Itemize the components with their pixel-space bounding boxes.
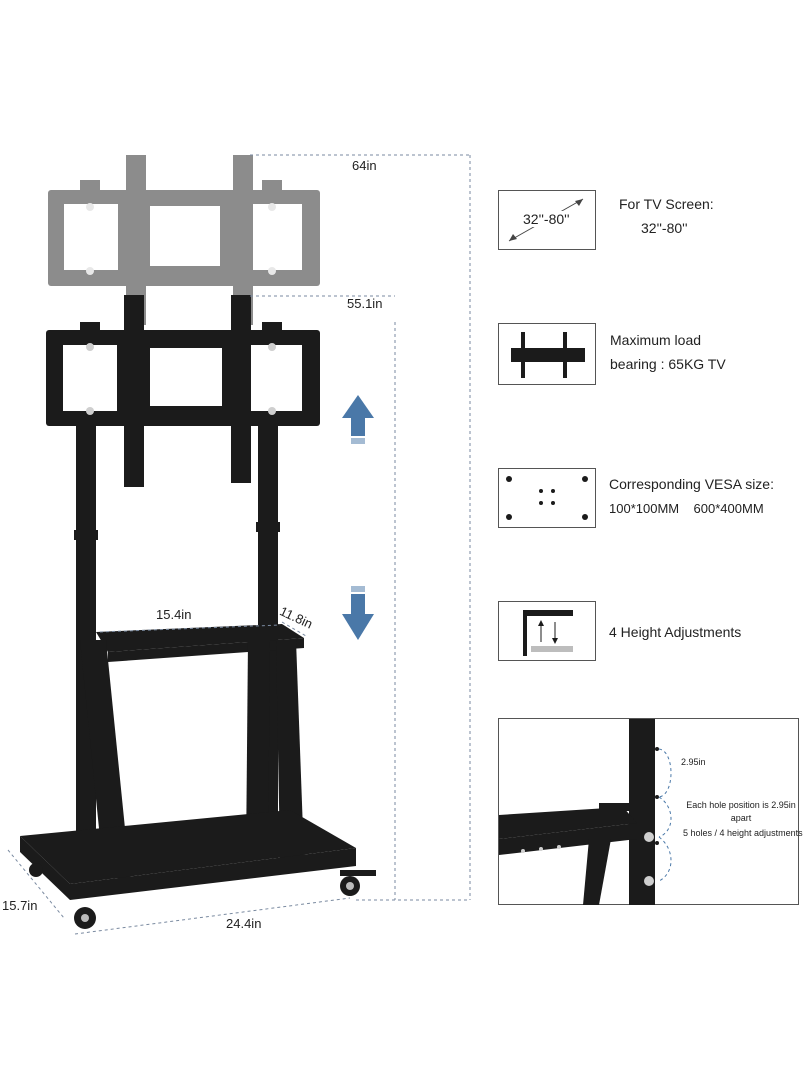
base [20, 810, 356, 900]
base-width-label: 24.4in [226, 916, 262, 931]
detail-illustration [499, 719, 672, 905]
shelf-width-label: 15.4in [156, 607, 192, 622]
feature-height-line1: 4 Height Adjustments [609, 624, 742, 640]
shelf-legs [80, 640, 304, 878]
wheels [29, 863, 376, 929]
detail-note-line2: apart [730, 813, 752, 823]
height-adjust-icon [523, 610, 573, 656]
detail-note-line3: 5 holes / 4 height adjustments [683, 828, 803, 838]
feature-height-box [498, 601, 596, 661]
lowered-bracket [46, 295, 320, 487]
feature-vesa-box [498, 468, 596, 528]
down-arrow-icon [342, 586, 374, 640]
feature-screen-size-line1: For TV Screen: [619, 196, 714, 212]
feature-vesa-line2: 100*100MM 600*400MM [609, 501, 764, 516]
feature-load-line1: Maximum load [610, 332, 702, 348]
raised-bracket [48, 155, 320, 325]
screen-size-icon-label: 32''-80'' [523, 211, 570, 227]
up-arrow-icon [342, 395, 374, 444]
detail-spacing-label: 2.95in [681, 757, 706, 767]
feature-screen-size-box: 32''-80'' [498, 190, 596, 250]
mount-bracket-icon [511, 332, 585, 378]
detail-panel: 2.95in Each hole position is 2.95in apar… [498, 718, 803, 905]
feature-screen-size-line2: 32''-80'' [641, 220, 688, 236]
base-depth-label: 15.7in [2, 898, 38, 913]
vesa-holes-icon [506, 476, 588, 520]
height-min-label: 55.1in [347, 296, 383, 311]
feature-load-box [498, 323, 596, 385]
feature-vesa-line1: Corresponding VESA size: [609, 476, 774, 492]
feature-load-line2: bearing : 65KG TV [610, 356, 726, 372]
height-total-label: 64in [352, 158, 377, 173]
detail-note-line1: Each hole position is 2.95in [686, 800, 796, 810]
dimension-lines [7, 154, 471, 935]
